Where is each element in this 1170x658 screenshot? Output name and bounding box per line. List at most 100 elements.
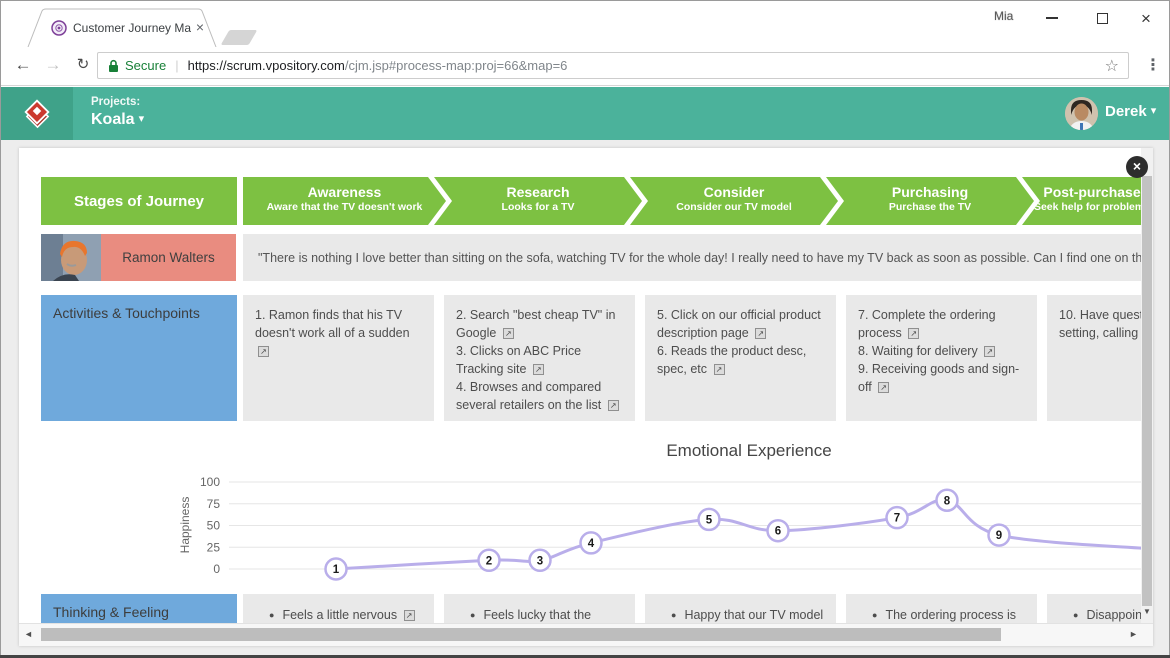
emotion-point-label: 8 bbox=[944, 495, 951, 507]
y-axis-tick-label: 100 bbox=[200, 475, 220, 489]
emotion-point-label: 4 bbox=[588, 538, 595, 550]
new-tab-button[interactable] bbox=[220, 30, 258, 45]
scroll-left-icon[interactable]: ◄ bbox=[24, 629, 33, 639]
emotion-point-6[interactable] bbox=[766, 518, 790, 543]
url-path: /cjm.jsp#process-map:proj=66&map=6 bbox=[344, 58, 568, 73]
window-close-button[interactable]: × bbox=[1141, 8, 1151, 28]
tab-close-icon[interactable]: × bbox=[195, 19, 205, 35]
vertical-scrollbar-thumb[interactable] bbox=[1142, 176, 1152, 606]
emotion-line bbox=[335, 498, 1153, 571]
emotion-point-3[interactable] bbox=[528, 548, 552, 573]
caret-down-icon: ▾ bbox=[138, 113, 145, 125]
stage-subtitle: Aware that the TV doesn't work bbox=[266, 201, 423, 213]
external-link-icon[interactable]: ↗ bbox=[403, 610, 415, 621]
external-link-icon[interactable]: ↗ bbox=[502, 328, 514, 339]
y-axis-tick-label: 25 bbox=[207, 540, 221, 554]
emotion-point-8[interactable] bbox=[935, 488, 959, 513]
url-text[interactable]: https://scrum.vpository.com/cjm.jsp#proc… bbox=[188, 58, 1096, 73]
emotion-point-4[interactable] bbox=[579, 531, 603, 555]
activity-item: 7. Complete the ordering process ↗ bbox=[858, 308, 996, 340]
emotion-point-7[interactable] bbox=[885, 505, 909, 530]
emotion-point-label: 3 bbox=[537, 555, 543, 567]
persona-photo[interactable] bbox=[41, 234, 101, 281]
app-header: Projects: Koala▾ Derek▾ bbox=[1, 87, 1169, 140]
customer-journey-map-panel: × Stages of Journey Awareness Aware that… bbox=[19, 148, 1153, 646]
y-axis-tick-label: 75 bbox=[207, 497, 221, 511]
emotion-point-5[interactable] bbox=[697, 507, 721, 532]
vertical-scrollbar[interactable]: ▼ bbox=[1141, 148, 1153, 623]
emotion-point-1[interactable] bbox=[324, 557, 348, 581]
y-axis-tick-label: 50 bbox=[207, 519, 221, 533]
emotion-point-9[interactable] bbox=[987, 523, 1011, 547]
activity-item: 9. Receiving goods and sign-off ↗ bbox=[858, 362, 1020, 394]
activities-cell-research[interactable]: 2. Search "best cheap TV" in Google ↗ 3.… bbox=[444, 295, 635, 421]
external-link-icon[interactable]: ↗ bbox=[878, 382, 890, 393]
external-link-icon[interactable]: ↗ bbox=[713, 364, 725, 375]
bullet-icon: ● bbox=[269, 610, 275, 620]
y-axis-title: Happiness bbox=[178, 497, 192, 554]
forward-button[interactable]: → bbox=[44, 55, 62, 74]
external-link-icon[interactable]: ↗ bbox=[755, 328, 767, 339]
stage-purchasing[interactable]: Purchasing Purchase the TV bbox=[826, 177, 1034, 225]
activities-cell-purchasing[interactable]: 7. Complete the ordering process ↗ 8. Wa… bbox=[846, 295, 1037, 421]
activities-cell-consider[interactable]: 5. Click on our official product descrip… bbox=[645, 295, 836, 421]
external-link-icon[interactable]: ↗ bbox=[607, 400, 619, 411]
visual-paradigm-logo[interactable] bbox=[1, 87, 73, 140]
emotion-point-label: 6 bbox=[775, 526, 781, 538]
stage-title: Awareness bbox=[307, 184, 382, 200]
chrome-menu-icon[interactable]: ⋮ bbox=[1145, 57, 1161, 74]
back-button[interactable]: ← bbox=[14, 55, 32, 74]
external-link-icon[interactable]: ↗ bbox=[984, 346, 996, 357]
browser-titlebar: Customer Journey Mapp × Mia × bbox=[1, 1, 1169, 47]
reload-button[interactable]: ↻ bbox=[76, 56, 90, 73]
stage-consider[interactable]: Consider Consider our TV model bbox=[630, 177, 838, 225]
emotion-point-2[interactable] bbox=[477, 548, 501, 573]
avatar-photo bbox=[1065, 97, 1098, 130]
stage-awareness[interactable]: Awareness Aware that the TV doesn't work bbox=[243, 177, 446, 225]
emotion-point-label: 2 bbox=[486, 555, 492, 567]
activities-cell-awareness[interactable]: 1. Ramon finds that his TV doesn't work … bbox=[243, 295, 434, 421]
user-menu[interactable]: Derek▾ bbox=[1105, 103, 1157, 120]
emotion-point-label: 9 bbox=[996, 530, 1002, 542]
activity-item: 1. Ramon finds that his TV doesn't work … bbox=[255, 308, 410, 357]
activities-touchpoints-label[interactable]: Activities & Touchpoints bbox=[41, 295, 237, 421]
bullet-icon: ● bbox=[1073, 610, 1079, 620]
persona-name[interactable]: Ramon Walters bbox=[101, 234, 236, 281]
secure-lock-icon bbox=[109, 59, 118, 72]
stage-research[interactable]: Research Looks for a TV bbox=[434, 177, 642, 225]
user-avatar[interactable] bbox=[1065, 97, 1098, 130]
url-host: https://scrum.vpository.com bbox=[187, 58, 345, 73]
external-link-icon[interactable]: ↗ bbox=[908, 328, 920, 339]
stages-of-journey-label[interactable]: Stages of Journey bbox=[41, 177, 237, 225]
window-minimize-button[interactable] bbox=[1035, 5, 1069, 31]
map-close-button[interactable]: × bbox=[1126, 156, 1148, 178]
external-link-icon[interactable]: ↗ bbox=[532, 364, 544, 375]
browser-tab[interactable]: Customer Journey Mapp × bbox=[27, 8, 217, 47]
external-link-icon[interactable]: ↗ bbox=[258, 346, 269, 357]
window-maximize-button[interactable] bbox=[1085, 5, 1119, 31]
stage-subtitle: Seek help for problems bbox=[1033, 201, 1151, 213]
bookmark-star-icon[interactable]: ☆ bbox=[1104, 57, 1119, 75]
stage-title: Consider bbox=[703, 184, 765, 200]
caret-down-icon: ▾ bbox=[1150, 105, 1157, 117]
vpository-favicon-icon bbox=[51, 20, 67, 36]
chrome-profile-name[interactable]: Mia bbox=[994, 9, 1014, 23]
activities-cell-post-purchase[interactable]: 10. Have questions on setting, calling bbox=[1047, 295, 1153, 421]
scroll-right-icon[interactable]: ► bbox=[1129, 629, 1138, 639]
scroll-down-icon[interactable]: ▼ bbox=[1143, 607, 1151, 616]
address-bar[interactable]: Secure | https://scrum.vpository.com/cjm… bbox=[97, 52, 1129, 79]
horizontal-scrollbar-thumb[interactable] bbox=[41, 628, 1001, 641]
activity-item: 3. Clicks on ABC Price Tracking site ↗ bbox=[456, 344, 582, 376]
stage-title: Post-purchase bbox=[1043, 184, 1141, 200]
browser-toolbar: ← → ↻ Secure | https://scrum.vpository.c… bbox=[1, 47, 1169, 86]
stage-post-purchase[interactable]: Post-purchase Seek help for problems bbox=[1022, 177, 1153, 225]
horizontal-scrollbar[interactable]: ◄ ► bbox=[19, 623, 1153, 646]
y-axis-tick-label: 0 bbox=[213, 562, 220, 576]
project-selector[interactable]: Koala▾ bbox=[91, 111, 145, 128]
bullet-icon: ● bbox=[470, 610, 476, 620]
persona-quote-cell[interactable]: "There is nothing I love better than sit… bbox=[243, 234, 1153, 281]
chart-title: Emotional Experience bbox=[666, 441, 832, 460]
activity-item: 8. Waiting for delivery ↗ bbox=[858, 342, 1025, 360]
